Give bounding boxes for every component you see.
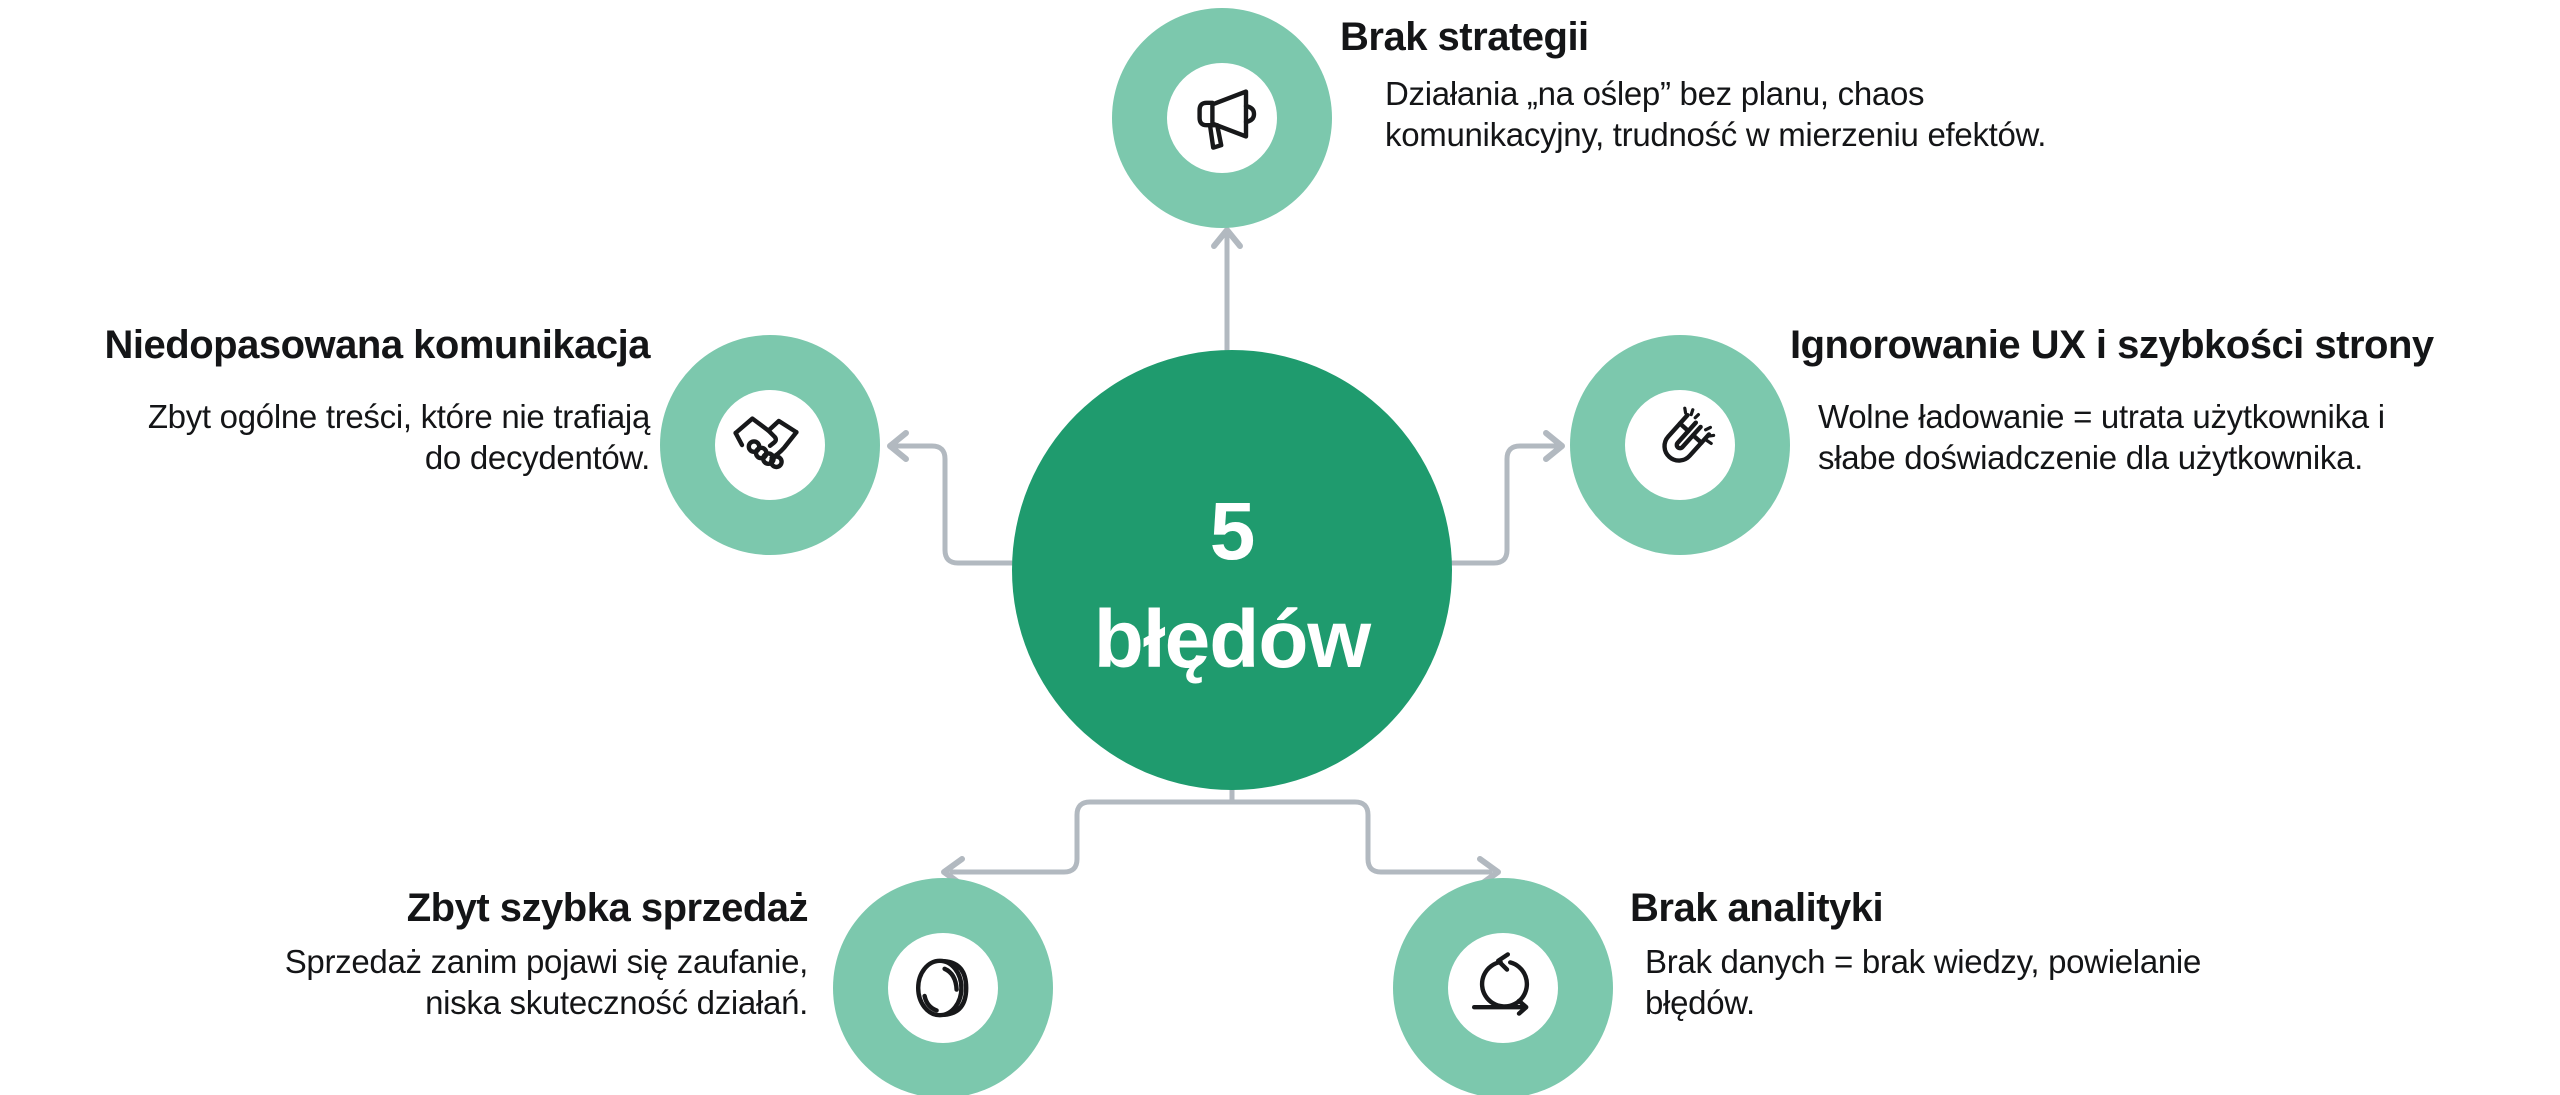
megaphone-icon <box>1197 89 1257 150</box>
node-desc-brak-strategii: Działania „na oślep” bez planu, chaos ko… <box>1385 73 2165 155</box>
arrow-up-icon <box>1211 227 1243 249</box>
node-title-ignorowanie-ux: Ignorowanie UX i szybkości strony <box>1790 323 2434 367</box>
desc-line: Zbyt ogólne treści, które nie trafiają <box>147 398 650 435</box>
iteration-cycle-icon <box>1472 952 1530 1016</box>
icon-badge <box>1167 63 1277 173</box>
node-circle-zbyt-szybka-sprzedaz <box>833 878 1053 1095</box>
node-circle-brak-strategii <box>1112 8 1332 228</box>
connector-left <box>893 443 1021 566</box>
desc-line: Sprzedaż zanim pojawi się zaufanie, <box>284 943 809 980</box>
desc-line: do decydentów. <box>424 439 650 476</box>
desc-line: słabe doświadczenie dla użytkownika. <box>1818 439 2364 476</box>
center-circle: 5 błędów <box>1012 350 1452 790</box>
coin-icon <box>916 958 969 1018</box>
connector-bottom-left <box>949 799 1235 875</box>
connector-right <box>1443 443 1559 566</box>
desc-line: komunikacyjny, trudność w mierzeniu efek… <box>1385 116 2047 153</box>
icon-badge <box>1625 390 1735 500</box>
node-desc-ignorowanie-ux: Wolne ładowanie = utrata użytkownika i s… <box>1818 396 2518 478</box>
icon-badge <box>715 390 825 500</box>
node-circle-ignorowanie-ux <box>1570 335 1790 555</box>
node-title-niedopasowana-komunikacja: Niedopasowana komunikacja <box>104 323 651 367</box>
connector-bottom-right <box>1229 799 1493 875</box>
arrow-right-icon <box>1543 430 1565 462</box>
center-label: 5 błędów <box>1093 478 1371 694</box>
center-label-line2: błędów <box>1093 594 1371 685</box>
node-title-brak-strategii: Brak strategii <box>1340 15 1589 59</box>
desc-line: Wolne ładowanie = utrata użytkownika i <box>1818 398 2385 435</box>
handshake-icon <box>733 416 799 470</box>
icon-badge <box>888 933 998 1043</box>
node-title-brak-analityki: Brak analityki <box>1630 886 1884 930</box>
magnet-icon <box>1662 406 1716 463</box>
icon-badge <box>1448 933 1558 1043</box>
desc-line: niska skuteczność działań. <box>425 984 808 1021</box>
node-circle-niedopasowana-komunikacja <box>660 335 880 555</box>
arrow-left-icon <box>887 430 909 462</box>
desc-line: Działania „na oślep” bez planu, chaos <box>1385 75 1925 112</box>
node-desc-brak-analityki: Brak danych = brak wiedzy, powielanie bł… <box>1645 941 2285 1023</box>
node-circle-brak-analityki <box>1393 878 1613 1095</box>
desc-line: błędów. <box>1645 984 1755 1021</box>
center-label-line1: 5 <box>1209 486 1256 577</box>
node-desc-niedopasowana-komunikacja: Zbyt ogólne treści, które nie trafiają d… <box>10 396 650 478</box>
desc-line: Brak danych = brak wiedzy, powielanie <box>1645 943 2202 980</box>
node-desc-zbyt-szybka-sprzedaz: Sprzedaż zanim pojawi się zaufanie, nisk… <box>188 941 809 1023</box>
node-title-zbyt-szybka-sprzedaz: Zbyt szybka sprzedaż <box>406 886 809 930</box>
